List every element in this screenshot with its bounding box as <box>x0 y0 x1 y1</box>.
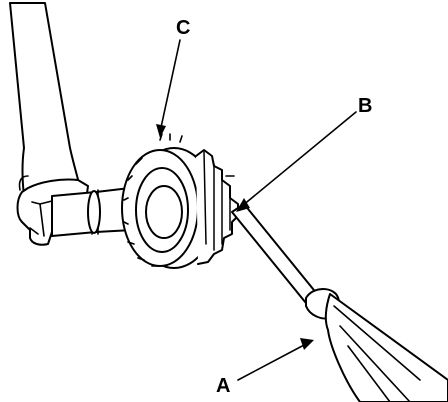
pulley-hub <box>145 185 183 239</box>
screwdriver-handle-grooves <box>333 305 421 402</box>
pulley-assembly <box>121 133 239 269</box>
pulley-spline-teeth <box>203 151 231 251</box>
callout-label-b: B <box>358 95 372 117</box>
wrench-handle <box>9 2 81 197</box>
shaft <box>51 187 133 237</box>
wrench-jaw-arc <box>18 175 29 191</box>
leader-c-arrow <box>156 124 166 138</box>
leader-c <box>159 39 181 133</box>
screwdriver-blade <box>231 203 323 309</box>
shaft-end <box>87 190 101 234</box>
screwdriver-handle <box>324 293 448 402</box>
callout-label-a: A <box>216 375 230 397</box>
leader-a <box>237 343 307 381</box>
leader-a-arrow <box>300 338 314 350</box>
pulley-rim-ridges <box>123 157 159 267</box>
leader-b-arrow <box>236 198 250 212</box>
leader-b <box>241 111 357 207</box>
screwdriver <box>231 203 448 402</box>
pulley-ticks <box>159 133 235 177</box>
callout-label-c: C <box>176 17 190 39</box>
callout-leaders <box>156 39 357 381</box>
pulley-spline-ring <box>195 149 239 265</box>
